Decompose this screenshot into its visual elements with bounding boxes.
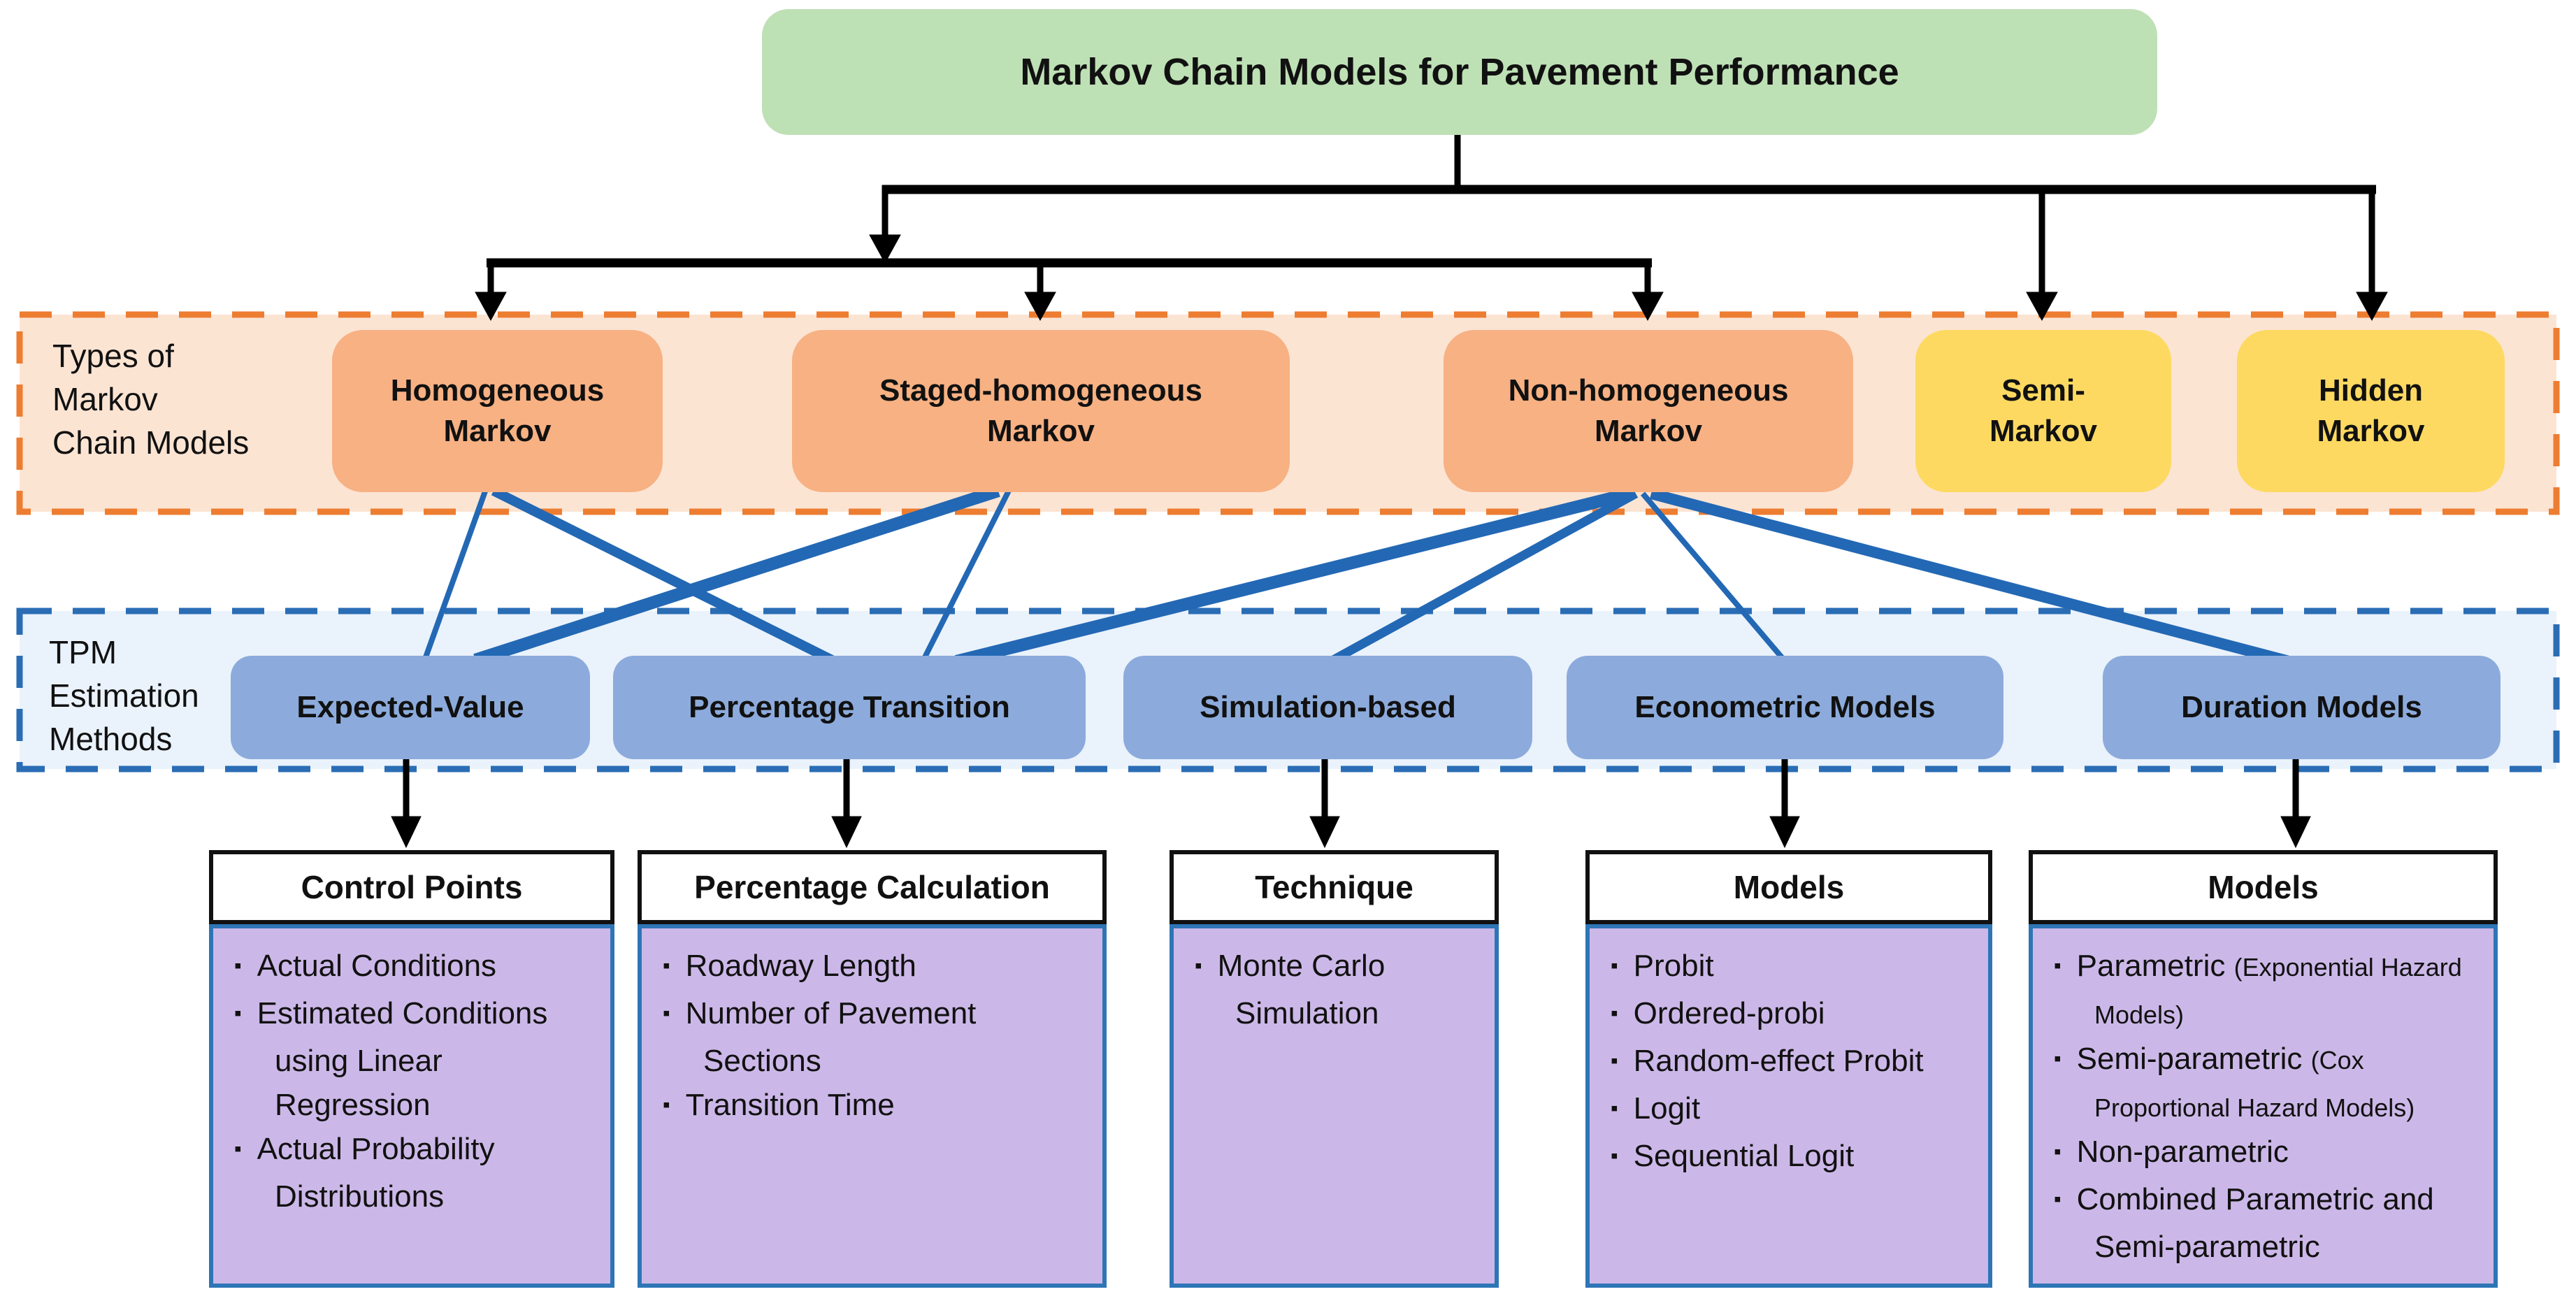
- type-to-method-connections: [423, 484, 2296, 668]
- method-box-econometric-models: Econometric Models: [1567, 656, 2003, 759]
- arrowhead-level2-bar: [869, 234, 901, 264]
- list-item-text: Ordered-probi: [1633, 996, 1825, 1030]
- list-item-text: Semi-parametric: [2076, 1042, 2311, 1076]
- arrowhead-hidden-markov: [2356, 292, 2388, 322]
- percentage-calculation-list: Roadway LengthNumber of Pavement Section…: [663, 944, 1081, 1130]
- list-item-text: Roadway Length: [685, 949, 916, 983]
- list-item-text: Combined Parametric and Semi-parametric: [2076, 1182, 2434, 1264]
- panel-header-control-points: Control Points: [209, 850, 614, 924]
- list-item: Logit: [1611, 1086, 1967, 1134]
- list-item: Transition Time: [663, 1083, 1081, 1130]
- method-box-percentage-transition: Percentage Transition: [613, 656, 1086, 759]
- arrowhead-technique: [1309, 816, 1340, 849]
- arrowhead-percentage-calculation: [831, 816, 862, 849]
- connection-homogeneous-to-expected-value: [423, 488, 489, 659]
- list-item-text: Parametric: [2076, 949, 2234, 983]
- types-band-label: Types of Markov Chain Models: [52, 338, 250, 461]
- list-item-text: Transition Time: [685, 1088, 895, 1122]
- connection-homogeneous-to-percentage-transition: [491, 486, 837, 666]
- list-item: Parametric (Exponential Hazard Models): [2054, 944, 2473, 1037]
- panel-body-control-points: Actual ConditionsEstimated Conditions us…: [209, 924, 614, 1288]
- list-item: Roadway Length: [663, 944, 1081, 991]
- arrowhead-models-econometric: [1769, 816, 1800, 849]
- list-item-text: Estimated Conditions using Linear Regres…: [257, 996, 548, 1122]
- list-item-text: Random-effect Probit: [1633, 1044, 1924, 1078]
- models-econometric-list: ProbitOrdered-probiRandom-effect ProbitL…: [1611, 944, 1967, 1181]
- list-item: Number of Pavement Sections: [663, 991, 1081, 1083]
- technique-list: Monte Carlo Simulation: [1195, 944, 1474, 1035]
- connection-staged-to-percentage-transition: [920, 489, 1012, 663]
- panel-header-models-duration: Models: [2029, 850, 2498, 924]
- list-item: Ordered-probi: [1611, 991, 1967, 1039]
- type-box-staged-homogeneous-markov: Staged-homogeneous Markov: [792, 330, 1290, 492]
- list-item-text: Sequential Logit: [1633, 1139, 1855, 1173]
- method-box-simulation-based: Simulation-based: [1123, 656, 1532, 759]
- list-item: Probit: [1611, 944, 1967, 991]
- type-box-semi-markov: Semi- Markov: [1915, 330, 2171, 492]
- list-item: Semi-parametric (Cox Proportional Hazard…: [2054, 1037, 2473, 1130]
- panel-body-models-duration: Parametric (Exponential Hazard Models)Se…: [2029, 924, 2498, 1288]
- list-item: Combined Parametric and Semi-parametric: [2054, 1177, 2473, 1269]
- connection-non-homogeneous-to-simulation-based: [1325, 489, 1639, 667]
- connection-non-homogeneous-to-duration-models: [1649, 488, 2296, 668]
- list-item: Non-parametric: [2054, 1130, 2473, 1177]
- list-item: Actual Probability Distributions: [234, 1127, 589, 1219]
- method-box-duration-models: Duration Models: [2103, 656, 2501, 759]
- list-item-text: Logit: [1633, 1091, 1701, 1126]
- diagram-title: Markov Chain Models for Pavement Perform…: [762, 9, 2157, 135]
- connection-non-homogeneous-to-percentage-transition: [954, 487, 1632, 668]
- tpm-band-label: TPM Estimation Methods: [49, 634, 199, 757]
- type-box-homogeneous-markov: Homogeneous Markov: [332, 330, 663, 492]
- title-to-types-connectors: [475, 134, 2388, 322]
- list-item-text: Probit: [1633, 949, 1714, 983]
- list-item-text: Non-parametric: [2076, 1135, 2289, 1169]
- arrowhead-semi-markov: [2026, 292, 2058, 322]
- list-item-text: (Cox Proportional Hazard Models): [2094, 1046, 2415, 1122]
- list-item-text: Number of Pavement Sections: [685, 996, 977, 1078]
- arrowhead-homogeneous: [475, 292, 507, 322]
- method-box-expected-value: Expected-Value: [231, 656, 590, 759]
- connection-non-homogeneous-to-econometric-models: [1640, 491, 1787, 662]
- list-item-text: Actual Conditions: [257, 949, 497, 983]
- type-box-non-homogeneous-markov: Non-homogeneous Markov: [1444, 330, 1853, 492]
- panel-body-percentage-calculation: Roadway LengthNumber of Pavement Section…: [638, 924, 1107, 1288]
- panel-header-percentage-calculation: Percentage Calculation: [638, 850, 1107, 924]
- connection-staged-to-expected-value: [473, 484, 1000, 666]
- list-item: Monte Carlo Simulation: [1195, 944, 1474, 1035]
- list-item-text: Actual Probability Distributions: [257, 1132, 495, 1214]
- arrowhead-control-points: [391, 816, 422, 849]
- panel-header-models-econometric: Models: [1585, 850, 1992, 924]
- list-item: Sequential Logit: [1611, 1134, 1967, 1181]
- control-points-list: Actual ConditionsEstimated Conditions us…: [234, 944, 589, 1219]
- models-duration-list: Parametric (Exponential Hazard Models)Se…: [2054, 944, 2473, 1269]
- type-box-hidden-markov: Hidden Markov: [2237, 330, 2505, 492]
- list-item: Estimated Conditions using Linear Regres…: [234, 991, 589, 1127]
- panel-header-technique: Technique: [1170, 850, 1499, 924]
- panel-body-models-econometric: ProbitOrdered-probiRandom-effect ProbitL…: [1585, 924, 1992, 1288]
- list-item: Actual Conditions: [234, 944, 589, 991]
- arrowhead-non-homogeneous: [1632, 292, 1664, 322]
- arrowhead-models-duration: [2280, 816, 2311, 849]
- arrowhead-staged: [1024, 292, 1056, 322]
- panel-body-technique: Monte Carlo Simulation: [1170, 924, 1499, 1288]
- method-to-panel-connectors: [391, 759, 2311, 849]
- list-item-text: Monte Carlo Simulation: [1217, 949, 1386, 1030]
- list-item-text: (Exponential Hazard Models): [2094, 953, 2462, 1029]
- list-item: Random-effect Probit: [1611, 1039, 1967, 1086]
